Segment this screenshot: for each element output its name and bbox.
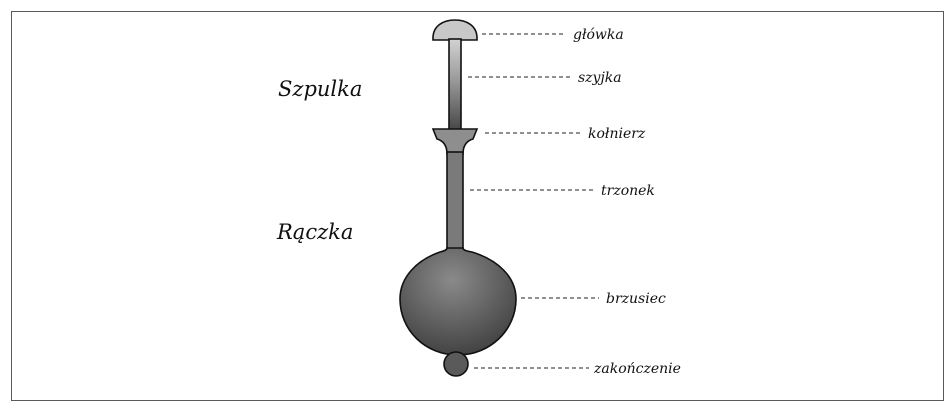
label-neck: szyjka bbox=[578, 70, 622, 86]
bobbin-shape bbox=[399, 19, 517, 377]
bobbin-neck bbox=[448, 38, 462, 131]
label-shaft: trzonek bbox=[601, 183, 655, 199]
bobbin-belly bbox=[399, 247, 517, 356]
bobbin-shaft bbox=[446, 151, 464, 251]
section-label-spool: Szpulka bbox=[278, 77, 362, 101]
label-belly: brzusiec bbox=[606, 291, 666, 307]
leader-lines bbox=[468, 33, 599, 369]
bobbin-collar bbox=[431, 128, 479, 155]
diagram-canvas: główka szyjka kołnierz trzonek brzusiec … bbox=[11, 11, 944, 401]
bobbin-lace-bobbin-diagram: główka szyjka kołnierz trzonek brzusiec … bbox=[276, 19, 681, 377]
label-head: główka bbox=[573, 27, 624, 43]
section-label-handle: Rączka bbox=[276, 220, 353, 244]
label-collar: kołnierz bbox=[588, 126, 646, 142]
label-tip: zakończenie bbox=[593, 361, 681, 377]
bobbin-head bbox=[432, 19, 478, 41]
bobbin-tip bbox=[443, 351, 469, 377]
